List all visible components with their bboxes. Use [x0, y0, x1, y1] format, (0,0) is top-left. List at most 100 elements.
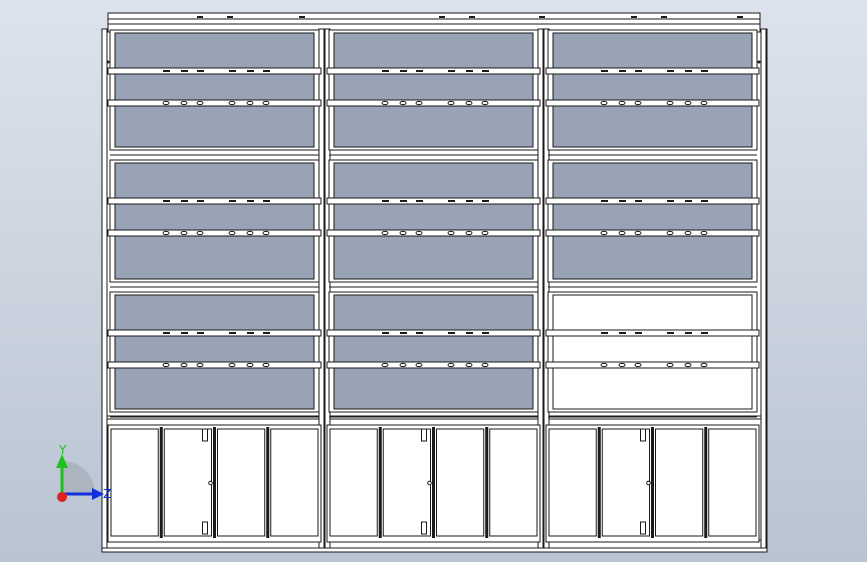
glass-panel [333, 294, 534, 410]
rail-slot [667, 70, 674, 72]
rail-hole [481, 100, 489, 106]
door-mullion [266, 427, 270, 538]
rail-slot [701, 332, 708, 334]
rail-hole [180, 230, 188, 236]
rail-hole [228, 230, 236, 236]
x-axis-origin [57, 492, 67, 502]
rail-slot [416, 200, 423, 202]
triad-quadrant [62, 461, 95, 494]
rail-hole [481, 230, 489, 236]
shelf-rail [545, 229, 760, 237]
rail-hole [399, 100, 407, 106]
rail-slot [400, 200, 407, 202]
shelf-rail [107, 329, 322, 337]
rail-hole [465, 100, 473, 106]
rail-slot [466, 70, 473, 72]
lock-icon [646, 480, 651, 486]
hinge-bottom [421, 521, 427, 535]
shelf-rail [326, 67, 541, 75]
rail-hole [447, 362, 455, 368]
rail-slot [619, 332, 626, 334]
rail-hole [666, 100, 674, 106]
lower-door [708, 428, 757, 537]
shelf-rail [326, 361, 541, 369]
rail-slot [197, 332, 204, 334]
door-mullion [378, 427, 382, 538]
rail-hole [447, 230, 455, 236]
rail-hole [700, 100, 708, 106]
rail-hole [228, 362, 236, 368]
lower-door [217, 428, 266, 537]
shelf-rail [107, 99, 322, 107]
rail-hole [162, 100, 170, 106]
rail-hole [684, 362, 692, 368]
rail-slot [400, 332, 407, 334]
cornice-slot [737, 16, 743, 18]
rail-hole [381, 362, 389, 368]
shelf-rail [326, 329, 541, 337]
rail-hole [246, 230, 254, 236]
lower-door [110, 428, 159, 537]
lower-door [489, 428, 538, 537]
rail-slot [163, 200, 170, 202]
glass-panel [333, 162, 534, 280]
door-mullion [597, 427, 601, 538]
rail-hole [481, 362, 489, 368]
rail-hole [246, 100, 254, 106]
rail-slot [229, 332, 236, 334]
hinge-bottom [640, 521, 646, 535]
rail-slot [635, 332, 642, 334]
rail-slot [601, 200, 608, 202]
rail-slot [482, 200, 489, 202]
rail-hole [196, 362, 204, 368]
rail-hole [381, 100, 389, 106]
rail-hole [246, 362, 254, 368]
rail-hole [262, 362, 270, 368]
rail-slot [482, 332, 489, 334]
rail-slot [448, 70, 455, 72]
rail-hole [618, 100, 626, 106]
rail-hole [700, 230, 708, 236]
rail-slot [619, 200, 626, 202]
hinge-top [202, 428, 208, 442]
vertical-post [543, 28, 550, 549]
rail-slot [416, 332, 423, 334]
rail-slot [701, 200, 708, 202]
rail-slot [601, 332, 608, 334]
rail-slot [667, 332, 674, 334]
open-panel [552, 294, 753, 410]
rail-hole [415, 100, 423, 106]
shelf-rail [326, 229, 541, 237]
rail-slot [601, 70, 608, 72]
z-axis-label: Z [103, 487, 111, 501]
rail-hole [381, 230, 389, 236]
cornice-slot [631, 16, 637, 18]
y-axis-label: Y [58, 443, 67, 457]
door-mullion [213, 427, 216, 538]
rail-slot [701, 70, 708, 72]
rail-slot [685, 70, 692, 72]
rail-slot [448, 200, 455, 202]
door-mullion [704, 427, 708, 538]
rail-slot [247, 200, 254, 202]
rail-hole [415, 362, 423, 368]
glass-panel [552, 32, 753, 148]
bay-3 [545, 29, 760, 543]
rail-hole [180, 362, 188, 368]
rail-hole [684, 230, 692, 236]
vertical-post [101, 28, 108, 549]
rail-slot [635, 200, 642, 202]
side-bracket [106, 60, 110, 64]
rail-slot [181, 70, 188, 72]
rail-slot [197, 70, 204, 72]
rail-hole [634, 230, 642, 236]
rail-hole [228, 100, 236, 106]
rail-hole [399, 362, 407, 368]
lower-door [163, 428, 212, 537]
lock-icon [427, 480, 432, 486]
lock-icon [208, 480, 213, 486]
rail-slot [229, 70, 236, 72]
rail-slot [263, 332, 270, 334]
rail-hole [262, 100, 270, 106]
